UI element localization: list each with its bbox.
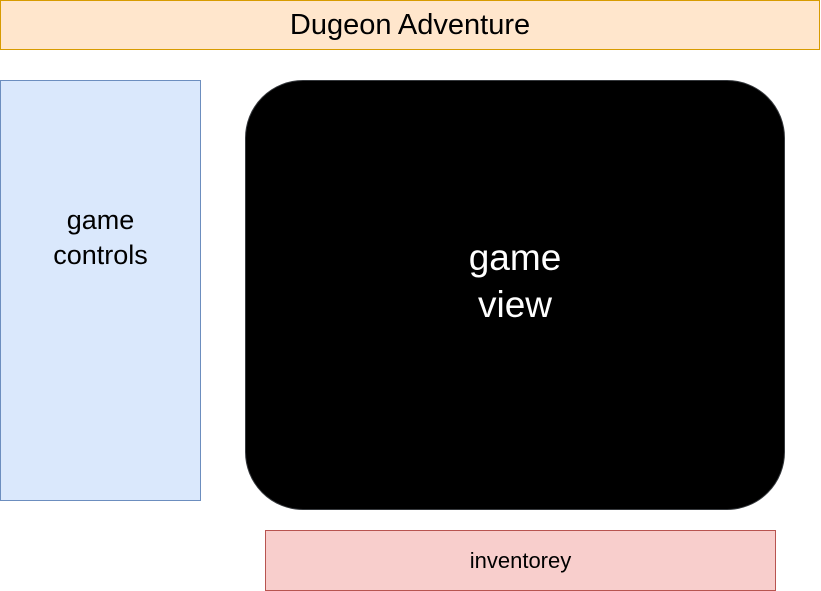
inventory-bar: inventorey [265,530,776,591]
title-bar: Dugeon Adventure [0,0,820,50]
inventory-label: inventorey [469,547,572,573]
title-text: Dugeon Adventure [289,8,531,41]
game-controls-label: game controls [53,205,148,270]
game-view-label: game view [468,237,562,325]
game-view-panel: game view [245,80,785,510]
game-controls-panel: game controls [0,80,201,501]
